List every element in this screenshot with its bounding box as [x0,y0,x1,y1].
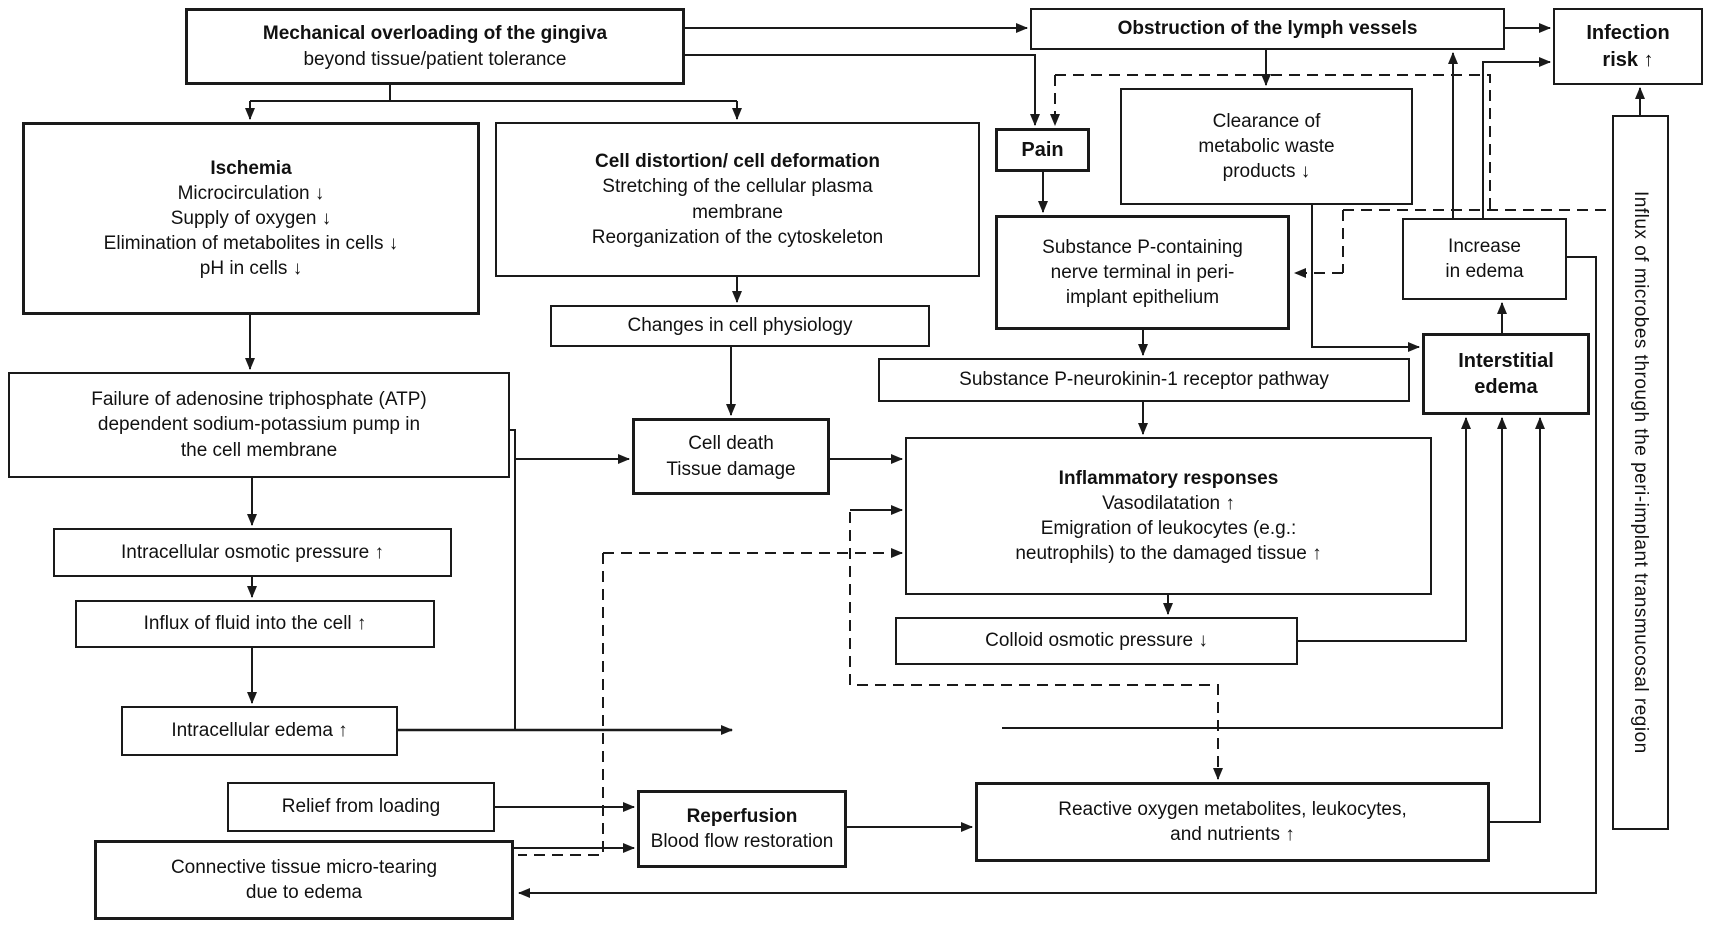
node-title: Changes in cell physiology [627,315,853,337]
node-title: Obstruction of the lymph vessels [1117,18,1418,40]
node-atp-pump-failure: Failure of adenosine triphosphate (ATP) … [8,372,510,478]
node-text: Stretching of the cellular plasma membra… [591,176,884,248]
node-lymph-obstruction: Obstruction of the lymph vessels [1030,8,1505,50]
node-title: Mechanical overloading of the gingiva [262,23,608,45]
node-text: Substance P-containing nerve terminal in… [1042,236,1243,309]
node-text: Increase in edema [1445,235,1524,282]
node-text: Cell death Tissue damage [666,433,796,480]
node-text: Vasodilatation ↑ Emigration of leukocyte… [1015,492,1322,565]
node-text: Clearance of metabolic waste products ↓ [1198,110,1335,183]
node-neurokinin-pathway: Substance P-neurokinin-1 receptor pathwa… [878,358,1410,402]
node-infection-risk: Infection risk ↑ [1553,8,1703,85]
node-reactive-oxygen-metabolites: Reactive oxygen metabolites, leukocytes,… [975,782,1490,862]
node-pain: Pain [995,128,1090,172]
node-intracellular-osmotic-pressure: Intracellular osmotic pressure ↑ [53,528,452,577]
node-connective-tissue-tearing: Connective tissue micro-tearing due to e… [94,840,514,920]
node-title: Colloid osmotic pressure ↓ [985,630,1208,652]
node-title: Influx of microbes through the peri-impl… [1630,191,1652,754]
node-intracellular-edema: Intracellular edema ↑ [121,706,398,756]
node-fluid-influx: Influx of fluid into the cell ↑ [75,600,435,648]
node-cell-death: Cell death Tissue damage [632,418,830,495]
node-title: Pain [1021,138,1064,161]
node-waste-clearance: Clearance of metabolic waste products ↓ [1120,88,1413,205]
node-title: Inflammatory responses [1058,467,1279,489]
node-cell-physiology-changes: Changes in cell physiology [550,305,930,347]
node-text: Connective tissue micro-tearing due to e… [170,856,438,903]
node-substance-p-terminal: Substance P-containing nerve terminal in… [995,215,1290,330]
node-colloid-osmotic-pressure: Colloid osmotic pressure ↓ [895,617,1298,665]
node-text: Interstitial edema [1458,349,1554,398]
node-mechanical-overloading: Mechanical overloading of the gingiva be… [185,8,685,85]
node-title: Substance P-neurokinin-1 receptor pathwa… [959,369,1329,391]
node-inflammatory-responses: Inflammatory responses Vasodilatation ↑ … [905,437,1432,595]
node-title: Intracellular osmotic pressure ↑ [121,541,384,563]
node-increase-in-edema: Increase in edema [1402,218,1567,300]
node-title: Influx of fluid into the cell ↑ [143,613,367,635]
node-title: Reperfusion [686,805,798,827]
node-text: Failure of adenosine triphosphate (ATP) … [91,389,427,461]
node-title: Intracellular edema ↑ [171,720,348,742]
node-ischemia: Ischemia Microcirculation ↓ Supply of ox… [22,122,480,315]
node-reperfusion: Reperfusion Blood flow restoration [637,790,847,868]
node-subtitle: beyond tissue/patient tolerance [303,48,567,70]
node-interstitial-edema: Interstitial edema [1422,333,1590,415]
node-title: Relief from loading [281,796,441,818]
node-text: Infection risk ↑ [1586,22,1670,71]
node-microbe-influx-sidebar: Influx of microbes through the peri-impl… [1612,115,1669,830]
node-text: Reactive oxygen metabolites, leukocytes,… [1058,798,1407,845]
node-text: Microcirculation ↓ Supply of oxygen ↓ El… [103,182,399,280]
node-subtitle: Blood flow restoration [650,831,834,852]
node-title: Cell distortion/ cell deformation [594,151,881,173]
node-cell-distortion: Cell distortion/ cell deformation Stretc… [495,122,980,277]
node-title: Ischemia [210,157,292,179]
node-relief-from-loading: Relief from loading [227,782,495,832]
